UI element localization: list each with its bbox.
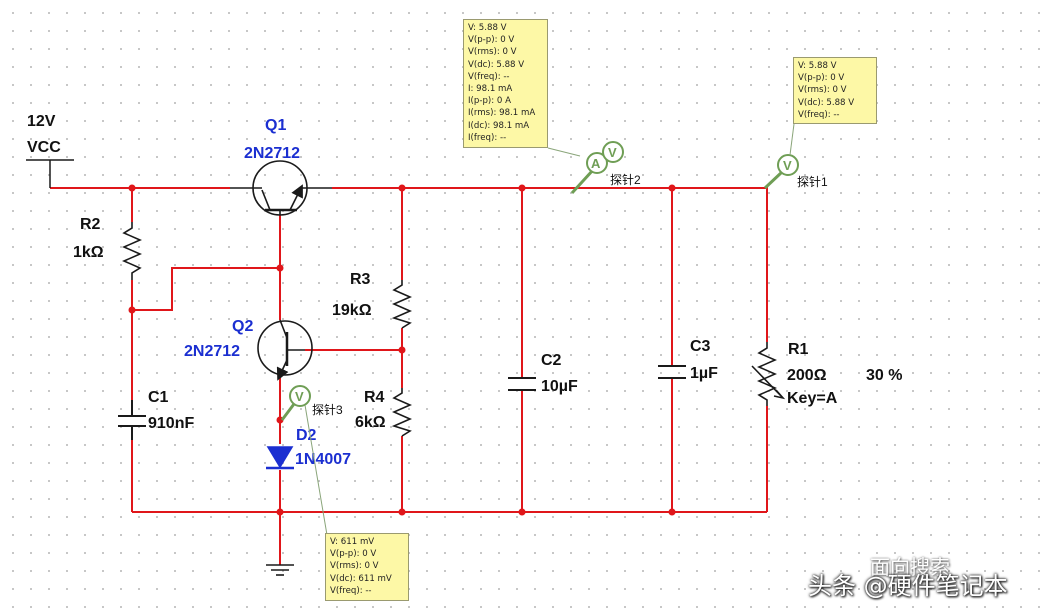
probe2-ammeter-glyph: A xyxy=(591,156,601,171)
ground-symbol[interactable] xyxy=(266,564,294,576)
readout-line: V: 5.88 V xyxy=(798,61,837,71)
junctions xyxy=(128,184,676,516)
q1-transistor[interactable] xyxy=(230,160,332,216)
probe3-readout-tooltip: V: 611 mV V(p-p): 0 V V(rms): 0 V V(dc):… xyxy=(325,533,409,601)
r1-potentiometer[interactable] xyxy=(751,342,786,406)
readout-line: V(p-p): 0 V xyxy=(330,549,377,560)
wechat-icon xyxy=(842,554,864,571)
readout-line: V(p-p): 0 V xyxy=(798,73,845,84)
probe1-readout-tooltip: V: 5.88 V V(p-p): 0 V V(rms): 0 V V(dc):… xyxy=(793,57,877,124)
r3-value-label: 19kΩ xyxy=(332,302,372,319)
junction-dot xyxy=(398,508,406,516)
r4-value-label: 6kΩ xyxy=(355,414,386,431)
readout-line: V(freq): -- xyxy=(798,109,840,120)
r1-percent-label: 30 % xyxy=(866,367,902,384)
junction-dot xyxy=(276,508,284,516)
readout-line: V(p-p): 0 V xyxy=(468,35,515,46)
readout-line: I(p-p): 0 A xyxy=(468,96,511,107)
c3-capacitor[interactable] xyxy=(658,365,686,379)
r2-resistor[interactable] xyxy=(122,222,142,280)
readout-line: V(dc): 5.88 V xyxy=(798,97,855,108)
q2-transistor[interactable] xyxy=(257,319,313,381)
readout-line: V(dc): 611 mV xyxy=(330,573,392,584)
junction-dot xyxy=(518,184,526,192)
r4-ref-label: R4 xyxy=(364,389,385,406)
r1-ref-label: R1 xyxy=(788,341,809,358)
q1-part-label: 2N2712 xyxy=(244,145,300,162)
probe2-voltmeter-glyph: V xyxy=(608,145,617,160)
probe2-name-label: 探针2 xyxy=(610,172,641,187)
r2-value-label: 1kΩ xyxy=(73,244,104,261)
readout-line: V(freq): -- xyxy=(330,585,372,596)
junction-dot xyxy=(276,264,284,272)
d2-ref-label: D2 xyxy=(296,427,317,444)
watermark-channel: 面向搜索 xyxy=(870,555,950,579)
probe2-marker[interactable]: A V xyxy=(547,141,624,195)
c2-ref-label: C2 xyxy=(541,352,562,369)
r1-value-label: 200Ω xyxy=(787,367,827,384)
readout-line: I(freq): -- xyxy=(468,132,507,143)
probe3-name-label: 探针3 xyxy=(312,402,343,417)
readout-line: V(rms): 0 V xyxy=(330,561,379,572)
readout-line: V(dc): 5.88 V xyxy=(468,59,525,70)
watermark-source: 头条 @硬件笔记本 xyxy=(808,572,1008,600)
r2-ref-label: R2 xyxy=(80,216,101,233)
readout-line: V(rms): 0 V xyxy=(798,85,847,96)
d2-part-label: 1N4007 xyxy=(295,451,351,468)
r3-ref-label: R3 xyxy=(350,271,371,288)
c2-value-label: 10µF xyxy=(541,378,578,395)
q1-ref-label: Q1 xyxy=(265,117,286,134)
r4-resistor[interactable] xyxy=(391,388,412,437)
vcc-value-label: 12V xyxy=(27,113,56,130)
readout-line: V(rms): 0 V xyxy=(468,47,517,58)
q2-ref-label: Q2 xyxy=(232,318,253,335)
r3-resistor[interactable] xyxy=(391,280,412,329)
readout-line: I(rms): 98.1 mA xyxy=(468,108,536,119)
probe1-voltmeter-glyph: V xyxy=(783,158,792,173)
c1-ref-label: C1 xyxy=(148,389,169,406)
c1-capacitor[interactable] xyxy=(118,400,146,440)
junction-dot xyxy=(128,184,136,192)
wires xyxy=(50,187,768,565)
c3-ref-label: C3 xyxy=(690,338,711,355)
c1-value-label: 910nF xyxy=(148,415,194,432)
probe3-voltmeter-glyph: V xyxy=(295,389,304,404)
wire-q1-base-node xyxy=(132,267,280,311)
c3-value-label: 1µF xyxy=(690,365,718,382)
readout-line: V(freq): -- xyxy=(468,71,510,82)
readout-line: I: 98.1 mA xyxy=(468,84,513,95)
readout-line: V: 5.88 V xyxy=(468,23,507,33)
probe1-name-label: 探针1 xyxy=(797,174,828,189)
junction-dot xyxy=(668,184,676,192)
c2-capacitor[interactable] xyxy=(508,377,536,391)
junction-dot xyxy=(398,346,406,354)
readout-line: V: 611 mV xyxy=(330,537,375,547)
junction-dot xyxy=(668,508,676,516)
junction-dot xyxy=(398,184,406,192)
readout-line: I(dc): 98.1 mA xyxy=(468,120,530,131)
probe3-marker[interactable]: V xyxy=(280,385,328,536)
vcc-name-label: VCC xyxy=(27,139,61,156)
junction-dot xyxy=(518,508,526,516)
q2-part-label: 2N2712 xyxy=(184,343,240,360)
probe2-readout-tooltip: V: 5.88 V V(p-p): 0 V V(rms): 0 V V(dc):… xyxy=(463,19,548,148)
r1-key-label: Key=A xyxy=(787,390,838,407)
probe1-marker[interactable]: V xyxy=(763,123,799,190)
d2-diode[interactable] xyxy=(266,446,294,470)
vcc-source[interactable] xyxy=(26,159,74,188)
junction-dot xyxy=(128,306,136,314)
